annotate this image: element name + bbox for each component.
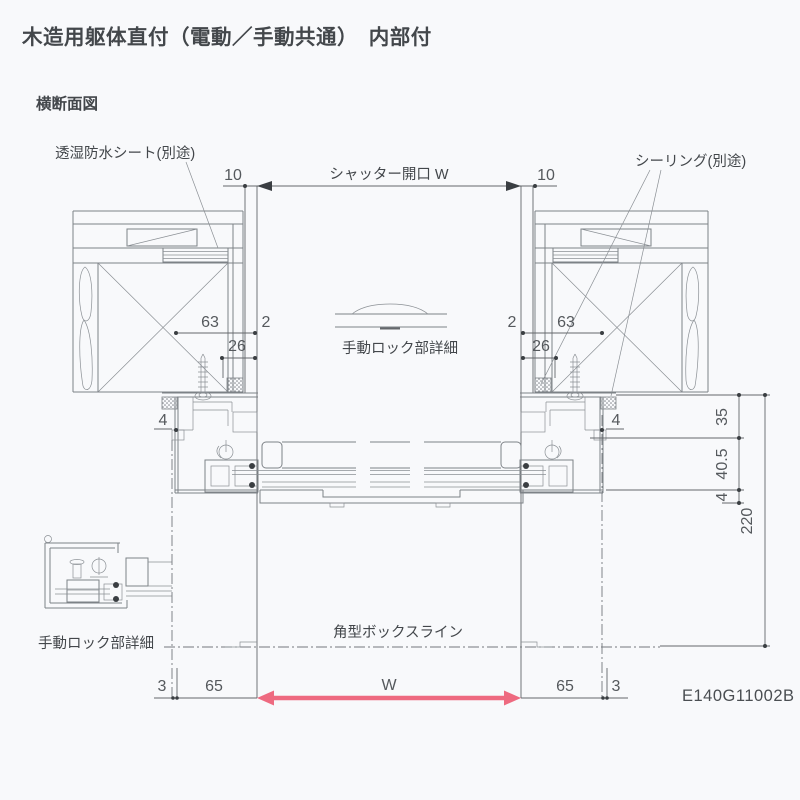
dim-side-35: 35 (714, 408, 731, 426)
insulation-symbol-right (685, 266, 700, 390)
dim-side-220: 220 (739, 508, 756, 535)
shutter-box-left (161, 353, 259, 494)
seal-backer-right-outer (600, 396, 617, 410)
left-wall-section (72, 210, 244, 393)
dim-bottom-right-65: 65 (556, 678, 574, 695)
seal-backer-left-inner (226, 377, 244, 393)
dim-left-63: 63 (201, 314, 219, 331)
dimensions-left: 63 2 26 4 (154, 314, 271, 432)
lock-detail-bottom-label: 手動ロック部詳細 (38, 635, 154, 652)
dim-side-4: 4 (714, 492, 731, 501)
dim-right-63: 63 (557, 314, 575, 331)
guide-rail-left (204, 459, 259, 493)
mounting-screw-left (194, 353, 212, 401)
shutter-slats (232, 441, 546, 508)
dim-left-2: 2 (262, 314, 271, 331)
seal-backer-left-outer (161, 396, 178, 410)
box-line-label: 角型ボックスライン (333, 624, 463, 641)
annotation-labels: 透湿防水シート(別途) シーリング(別途) (55, 145, 746, 397)
dim-left-4: 4 (159, 412, 168, 429)
width-dimension-arrow: W (257, 677, 521, 706)
sealing-leader-lines (540, 169, 662, 397)
shutter-box-right (519, 353, 617, 494)
brush-seal-left-top (249, 463, 255, 469)
lock-detail-top-label: 手動ロック部詳細 (342, 340, 458, 357)
dim-bottom-left-3: 3 (158, 678, 167, 695)
dim-right-4: 4 (612, 412, 621, 429)
sheet-leader-line (185, 161, 219, 249)
top-dimension: 10 10 シャッター開口 W (223, 166, 557, 698)
dim-bottom-left-65: 65 (205, 678, 223, 695)
manual-lock-detail-top: 手動ロック部詳細 (335, 303, 458, 357)
page-title: 木造用躯体直付（電動／手動共通） 内部付 (21, 25, 432, 49)
mounting-screw-right (566, 353, 584, 401)
drawing-code: E140G11002B (682, 687, 795, 705)
dim-right-2: 2 (508, 314, 517, 331)
section-label: 横断面図 (36, 94, 98, 113)
bottom-panel (259, 489, 524, 504)
dimensions-side: 35 40.5 4 220 (590, 393, 770, 648)
dimensions-right: 63 2 26 4 (508, 314, 624, 432)
dim-top-left-10: 10 (224, 167, 242, 184)
square-box-line: 角型ボックスライン (164, 415, 660, 698)
brush-seal-right-bottom (523, 482, 529, 488)
dim-side-40-5: 40.5 (714, 448, 731, 479)
dim-left-26: 26 (228, 338, 246, 355)
opening-label: シャッター開口 W (329, 166, 449, 183)
insulation-symbol-left (78, 266, 93, 390)
dim-top-right-10: 10 (537, 167, 555, 184)
right-wall-section (534, 210, 709, 393)
brush-seal-right-top (523, 463, 529, 469)
sealing-label: シーリング(別途) (635, 153, 746, 170)
dim-right-26: 26 (532, 338, 550, 355)
dimensions-bottom: 3 65 65 3 W (154, 668, 628, 706)
brush-seal-left-bottom (249, 482, 255, 488)
dim-bottom-right-3: 3 (612, 678, 621, 695)
guide-rail-right (519, 459, 574, 493)
manual-lock-detail-bottom: 手動ロック部詳細 (38, 535, 172, 652)
seal-backer-right-inner (534, 377, 552, 393)
sheet-label: 透湿防水シート(別途) (55, 145, 195, 162)
dim-bottom-W: W (381, 677, 397, 694)
